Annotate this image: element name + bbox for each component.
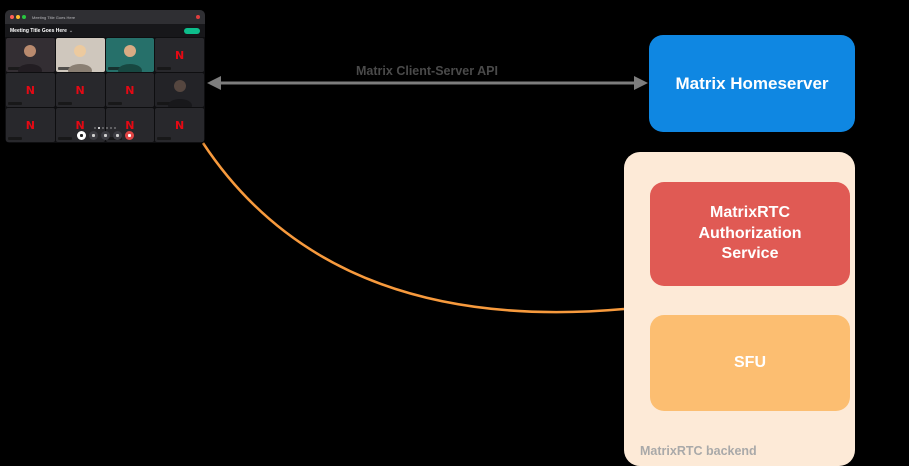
chevron-down-icon: ⌄ <box>68 27 74 34</box>
video-grid: N N N N N N N N <box>5 37 205 143</box>
homeserver-box: Matrix Homeserver <box>649 35 855 132</box>
participant-name-chip <box>57 137 72 140</box>
auth-service-label: MatrixRTC Authorization Service <box>698 203 802 263</box>
arrow-label: Matrix Client-Server API <box>356 64 498 78</box>
video-tile-person <box>155 73 204 107</box>
homeserver-label: Matrix Homeserver <box>675 73 829 93</box>
pagination-dot[interactable] <box>110 127 112 129</box>
window-titlebar: Meeting Title Goes Here <box>5 10 205 24</box>
participant-name-chip <box>107 102 122 105</box>
camera-button[interactable] <box>88 131 98 140</box>
sfu-label: SFU <box>734 353 766 371</box>
video-tile-avatar-n: N <box>155 38 204 72</box>
n-avatar-icon: N <box>175 118 185 132</box>
participant-name-chip <box>8 102 22 105</box>
call-controls <box>76 131 134 140</box>
pagination-dot[interactable] <box>98 127 100 129</box>
pagination-dot[interactable] <box>106 127 108 129</box>
video-tile-person <box>6 38 55 72</box>
record-indicator-icon <box>196 15 200 19</box>
n-avatar-icon: N <box>75 118 85 132</box>
minimize-button[interactable] <box>16 15 20 19</box>
n-avatar-icon: N <box>175 48 185 62</box>
video-tile-avatar-n: N <box>55 73 105 107</box>
mic-button[interactable] <box>76 131 86 140</box>
participant-name-chip <box>107 67 122 70</box>
pagination-dots <box>94 127 116 129</box>
participant-name-chip <box>8 137 22 140</box>
auth-service-box: MatrixRTC Authorization Service <box>650 182 850 286</box>
tab-title: Meeting Title Goes Here <box>32 14 76 20</box>
participant-name-chip <box>157 137 172 140</box>
close-button[interactable] <box>10 15 14 19</box>
participant-name-chip <box>157 67 172 70</box>
participant-name-chip <box>157 102 172 105</box>
video-tile-person <box>105 38 155 72</box>
participant-name-chip <box>57 67 72 70</box>
meeting-title: Meeting Title Goes Here <box>10 27 67 34</box>
n-avatar-icon: N <box>25 118 35 132</box>
n-avatar-icon: N <box>125 83 135 97</box>
arrowhead-right-icon <box>634 76 648 90</box>
sfu-box: SFU <box>650 315 850 411</box>
pagination-dot[interactable] <box>94 127 96 129</box>
n-avatar-icon: N <box>75 83 85 97</box>
arrowhead-left-icon <box>207 76 221 90</box>
participant-name-chip <box>8 67 22 70</box>
browser-window: Meeting Title Goes Here Meeting Title Go… <box>5 10 205 143</box>
screenshare-button[interactable] <box>100 131 110 140</box>
more-options-button[interactable] <box>112 131 122 140</box>
backend-label: MatrixRTC backend <box>640 444 757 458</box>
call-header: Meeting Title Goes Here ⌄ <box>5 24 205 37</box>
client-sfu-connector-curve <box>201 142 625 314</box>
leave-call-button[interactable] <box>124 131 134 140</box>
video-tile-avatar-n: N <box>6 73 55 107</box>
join-button[interactable] <box>184 27 200 34</box>
video-tile-avatar-n: N <box>155 108 204 142</box>
n-avatar-icon: N <box>125 118 135 132</box>
video-tile-person <box>55 38 105 72</box>
backend-container: MatrixRTC Authorization Service SFU Matr… <box>624 152 855 466</box>
video-tile-avatar-n: N <box>105 73 155 107</box>
n-avatar-icon: N <box>25 83 35 97</box>
pagination-dot[interactable] <box>102 127 104 129</box>
call-controls-overlay <box>5 127 205 140</box>
maximize-button[interactable] <box>22 15 26 19</box>
pagination-dot[interactable] <box>114 127 116 129</box>
video-tile-avatar-n: N <box>6 108 55 142</box>
participant-name-chip <box>57 102 72 105</box>
